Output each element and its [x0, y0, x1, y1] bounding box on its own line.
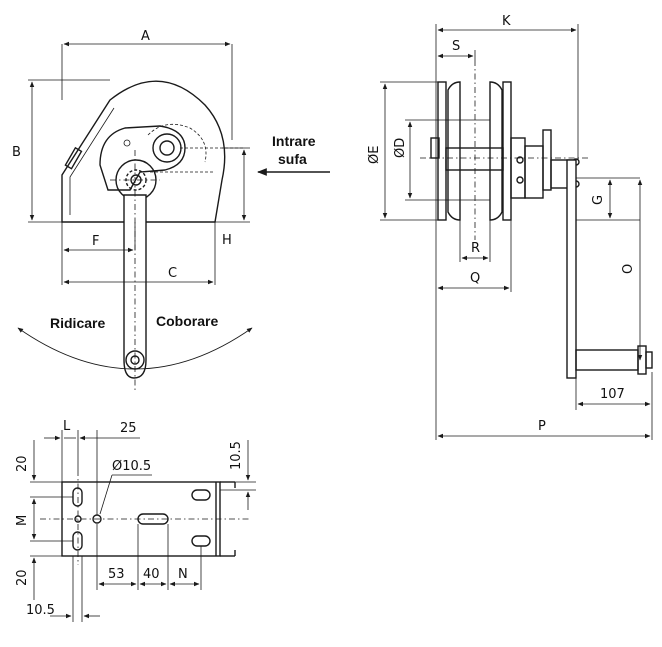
- dim-L: L: [63, 419, 71, 434]
- front-view: [17, 80, 253, 390]
- dim-Q: Q: [470, 271, 480, 286]
- rope-inlet-label-2: sufa: [278, 151, 307, 167]
- dim-G: G: [591, 195, 606, 205]
- dim-R: R: [471, 241, 480, 256]
- base-plate-view: [40, 470, 250, 565]
- dim-53: 53: [108, 567, 125, 582]
- dim-10.5-right: 10.5: [229, 441, 244, 470]
- dim-20-bottom: 20: [15, 569, 30, 586]
- dim-N: N: [178, 567, 188, 582]
- dim-10.5-bottom: 10.5: [26, 603, 55, 618]
- dim-M: M: [15, 515, 30, 526]
- dim-S: S: [452, 39, 460, 54]
- dim-A: A: [141, 29, 150, 44]
- base-plate-dimensions: L 25 Ø10.5 10.5 20 M 20 10.5: [15, 419, 256, 622]
- lower-label: Coborare: [156, 313, 218, 329]
- front-dimensions: A B H F C: [12, 29, 250, 285]
- rope-inlet-label-1: Intrare: [272, 133, 316, 149]
- dim-H: H: [222, 233, 232, 248]
- dim-P: P: [538, 419, 546, 434]
- dim-F: F: [92, 234, 99, 249]
- dim-40: 40: [143, 567, 160, 582]
- dim-K: K: [502, 14, 511, 29]
- dim-25: 25: [120, 421, 137, 436]
- lift-label: Ridicare: [50, 315, 105, 331]
- dim-D: ØD: [393, 138, 408, 158]
- side-view: [420, 60, 653, 379]
- dim-O: O: [621, 264, 636, 274]
- dim-20-top: 20: [15, 455, 30, 472]
- side-dimensions: K S ØE ØD G O R Q 107: [367, 14, 653, 440]
- dim-107: 107: [600, 387, 625, 402]
- dim-hole: Ø10.5: [112, 459, 151, 474]
- dim-B: B: [12, 145, 21, 160]
- dim-C: C: [168, 266, 177, 281]
- dim-E: ØE: [367, 146, 382, 164]
